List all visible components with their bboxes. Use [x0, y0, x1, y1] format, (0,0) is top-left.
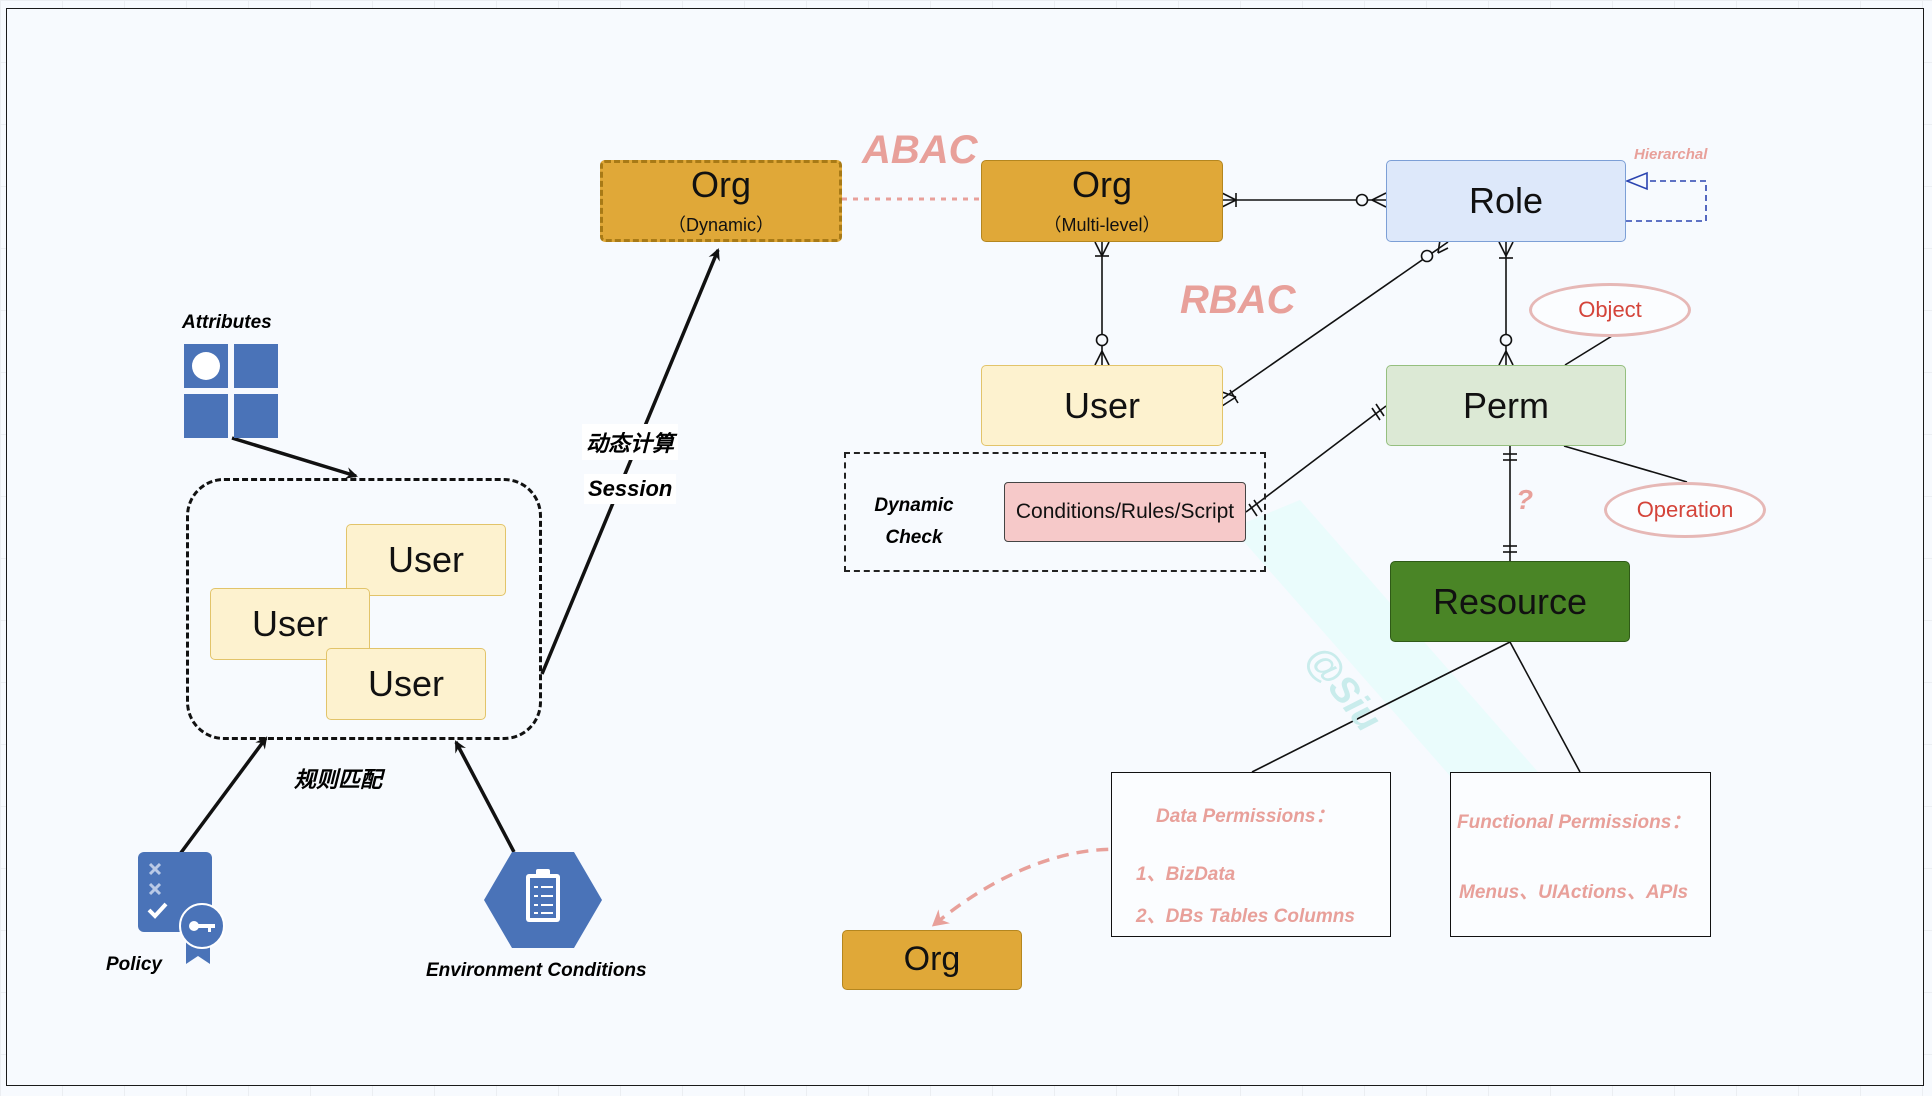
operation-label: Operation: [1636, 497, 1734, 522]
node-subtitle: （Dynamic）: [667, 214, 774, 235]
data-permissions-item: 1、BizData: [1136, 864, 1236, 885]
perm-condition-connector: [1245, 403, 1387, 517]
perm-object-link: [1564, 335, 1613, 366]
perm-node[interactable]: Perm: [1386, 365, 1626, 446]
node-title: Perm: [1462, 384, 1549, 426]
role-node[interactable]: Role: [1386, 160, 1626, 242]
user-node[interactable]: User: [981, 365, 1223, 446]
user-node[interactable]: User: [326, 648, 486, 720]
resource-data-link: [1251, 641, 1511, 773]
org-multilevel-node[interactable]: Org （Multi-level）: [981, 160, 1223, 242]
perm-operation-link: [1563, 445, 1688, 483]
attributes-label: Attributes: [182, 312, 272, 333]
node-title: Org: [903, 940, 961, 979]
node-title: Role: [1468, 180, 1544, 222]
rule-match-label: 规则匹配: [294, 767, 383, 792]
dynamic-check-line2: Check: [885, 527, 943, 548]
abac-label: ABAC: [862, 128, 978, 172]
attributes-arrow: [231, 436, 358, 479]
environment-label: Environment Conditions: [426, 960, 647, 981]
org-user-connector: [1094, 241, 1110, 366]
functional-permissions-title: Functional Permissions：: [1457, 812, 1691, 833]
role-hierarchy-loop: [1624, 171, 1707, 222]
functional-permissions-item: Menus、UIActions、APIs: [1459, 882, 1689, 903]
policy-icon: [138, 852, 225, 964]
dynamic-check-container: [844, 452, 1266, 572]
clipboard-hexagon-icon: [484, 852, 602, 948]
policy-label: Policy: [106, 954, 162, 975]
grid-icon: [184, 344, 278, 438]
data-permissions-box: Data Permissions： 1、BizData 2、DBs Tables…: [1111, 772, 1391, 937]
data-permissions-title: Data Permissions：: [1156, 806, 1335, 827]
resource-functional-link: [1509, 641, 1581, 773]
org-dynamic-node[interactable]: Org （Dynamic）: [600, 160, 842, 242]
dynamic-check-line1: Dynamic: [874, 495, 954, 516]
environment-arrow: [454, 740, 516, 853]
condition-node[interactable]: Conditions/Rules/Script: [1004, 482, 1246, 542]
watermark-band: [1232, 500, 1545, 810]
object-ellipse[interactable]: Object: [1529, 283, 1691, 337]
operation-ellipse[interactable]: Operation: [1604, 482, 1766, 538]
node-title: Org: [1071, 164, 1132, 206]
dynamic-check-label: Dynamic Check: [872, 490, 956, 554]
org-role-connector: [1221, 192, 1387, 208]
hierarchal-label: Hierarchal: [1634, 146, 1708, 163]
dynamic-calc-label: 动态计算: [582, 424, 679, 460]
node-subtitle: （Multi-level）: [1043, 214, 1161, 235]
org-bottom-node[interactable]: Org: [842, 930, 1022, 990]
user-label: User: [367, 663, 444, 705]
session-label: Session: [584, 474, 677, 504]
user-role-connector: [1221, 239, 1449, 407]
condition-label: Conditions/Rules/Script: [1015, 500, 1235, 523]
user-label: User: [251, 603, 328, 645]
node-title: Resource: [1432, 580, 1588, 622]
resource-node[interactable]: Resource: [1390, 561, 1630, 642]
node-title: User: [1063, 384, 1140, 426]
user-node[interactable]: User: [346, 524, 506, 596]
policy-arrow: [178, 736, 268, 856]
user-group-container: [186, 478, 542, 740]
functional-permissions-box: Functional Permissions： Menus、UIActions、…: [1450, 772, 1711, 937]
question-mark: ?: [1516, 484, 1534, 515]
object-label: Object: [1578, 297, 1642, 322]
perm-resource-connector: [1503, 446, 1517, 561]
rbac-label: RBAC: [1180, 278, 1296, 322]
role-perm-connector: [1498, 241, 1514, 366]
session-arrow: [540, 248, 720, 675]
node-title: Org: [690, 164, 751, 206]
user-label: User: [387, 539, 464, 581]
data-permissions-item: 2、DBs Tables Columns: [1136, 906, 1355, 927]
